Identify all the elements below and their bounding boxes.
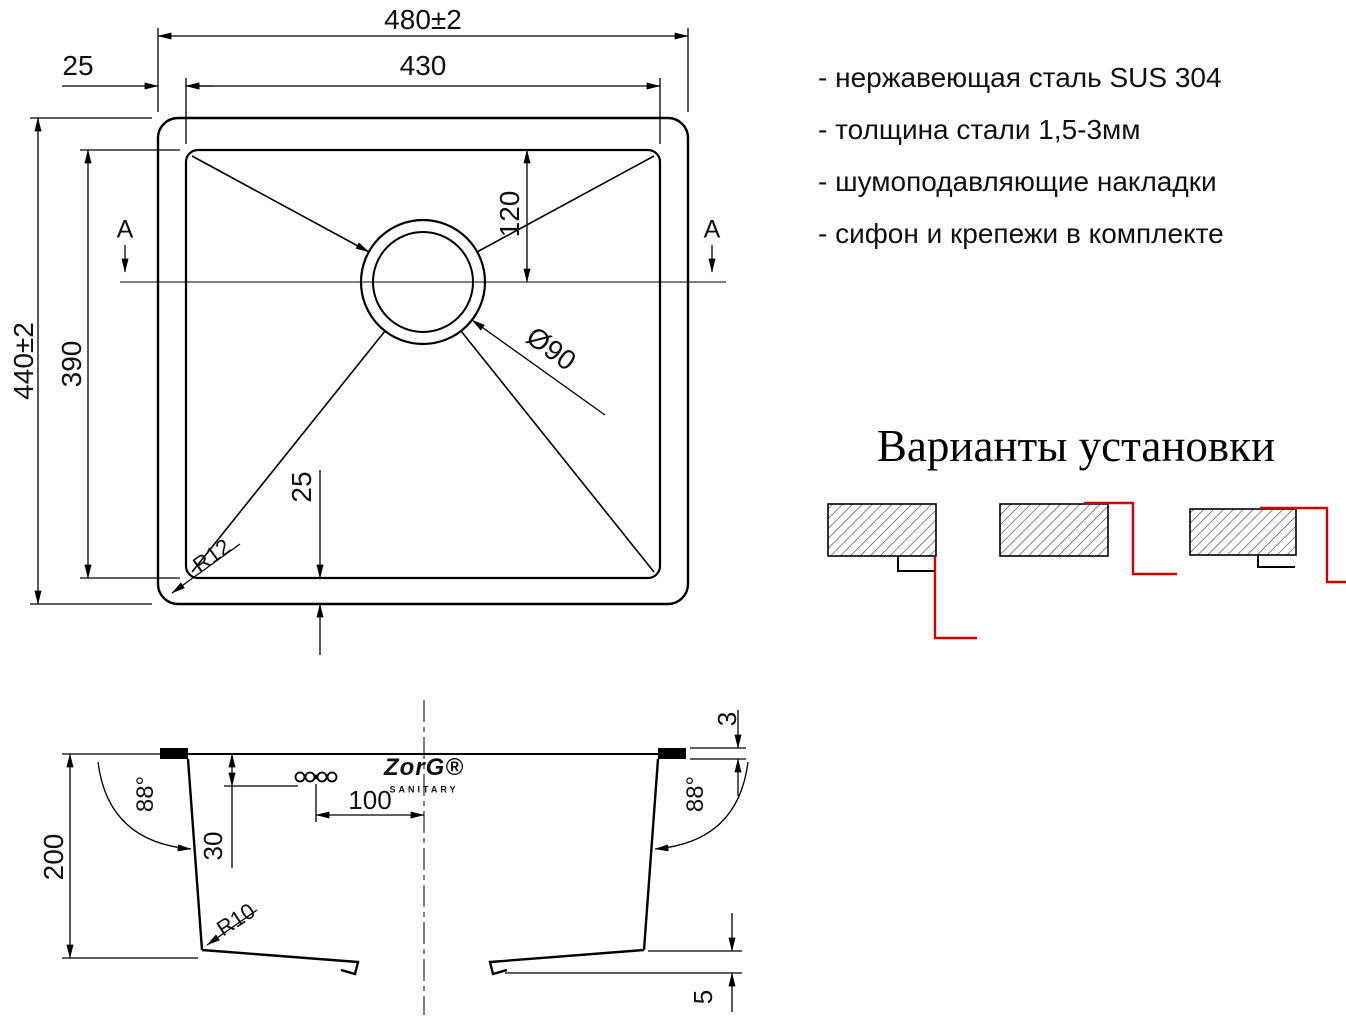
wall-right [642, 758, 660, 951]
top-view-dimensions [30, 28, 689, 655]
dim-label-drain-offset: 120 [494, 190, 525, 238]
sink-outer-rim [156, 116, 690, 606]
dim-label-depth: 200 [38, 833, 69, 881]
countertop-3 [1189, 508, 1297, 556]
dim-label-holes-depth: 30 [198, 831, 228, 861]
section-marker-a-left: A [116, 215, 134, 244]
bottom-left [201, 948, 360, 976]
install-option-flush [999, 501, 1177, 576]
feature-item: - шумоподавляющие накладки [818, 166, 1217, 197]
bottom-right [488, 948, 645, 976]
install-option-topmount [1189, 506, 1346, 584]
bowl-slope-diagonals [191, 155, 655, 573]
sink-profile-red-2 [1084, 501, 1177, 576]
drain-diameter-leader [471, 319, 606, 416]
dim-label-bottom-lip: 5 [688, 989, 718, 1005]
dim-label-width-inner: 430 [399, 50, 447, 81]
dim-label-holes-offset: 100 [348, 785, 392, 815]
top-view-outline [120, 116, 726, 606]
corner-radius-leader [171, 543, 241, 594]
bottom-radius-leader [206, 909, 258, 946]
dim-label-offset-bottom: 25 [286, 471, 317, 503]
angle-label-right: 88° [682, 775, 709, 813]
wall-left [186, 758, 204, 951]
dim-label-height-inner: 390 [56, 340, 87, 388]
dim-label-width-overall: 480±2 [384, 4, 462, 35]
section-marker-a-right: A [703, 215, 721, 244]
rim-flange-left [160, 748, 188, 759]
feature-list: - нержавеющая сталь SUS 304 - толщина ст… [818, 52, 1224, 260]
angle-arc-right [654, 761, 749, 852]
section-view-dimensions [62, 710, 749, 1012]
sink-profile-red-1 [933, 556, 977, 640]
section-view-outline [160, 700, 686, 1015]
sink-profile-red-3 [1260, 506, 1346, 584]
dim-label-rim-thickness: 3 [712, 711, 742, 727]
countertop-1 [827, 503, 937, 557]
installation-diagrams [827, 501, 1346, 640]
feature-item: - сифон и крепежи в комплекте [818, 218, 1224, 249]
countertop-2 [999, 503, 1109, 557]
installation-options-title: Варианты установки [876, 421, 1276, 471]
angle-label-left: 88° [132, 775, 159, 813]
install-option-undermount [827, 503, 977, 640]
dim-label-height-overall: 440±2 [8, 322, 39, 400]
dim-label-offset-top-left: 25 [62, 50, 94, 81]
sink-inner-rim [184, 148, 662, 580]
rim-flange-right [658, 748, 686, 759]
brand-logo-subtitle: SANITARY [389, 784, 459, 795]
brand-logo: ZorG® [383, 754, 465, 781]
feature-item: - толщина стали 1,5-3мм [818, 114, 1141, 145]
angle-arc-left [97, 761, 192, 852]
feature-item: - нержавеющая сталь SUS 304 [818, 62, 1222, 93]
mounting-holes [294, 771, 338, 783]
